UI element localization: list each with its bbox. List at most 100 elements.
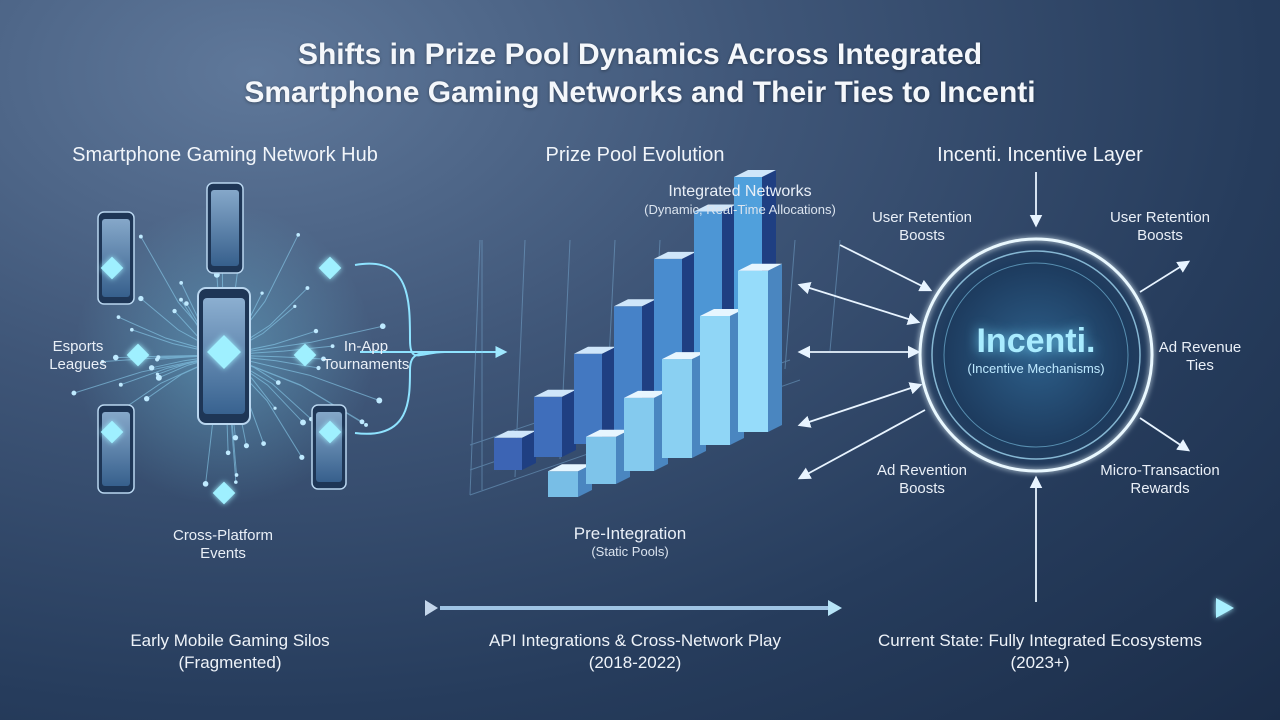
ad-revention-boosts-label: Ad Revention Boosts (862, 462, 982, 498)
network-node-dot (273, 406, 277, 410)
urright-line-2: Boosts (1137, 227, 1183, 244)
inapp-line-1: In-App (343, 338, 389, 355)
pre-sub: (Static Pools) (591, 544, 669, 559)
network-node-dot (243, 443, 249, 449)
title-line-1: Shifts in Prize Pool Dynamics Across Int… (297, 38, 983, 71)
ad-revenue-ties-label: Ad Revenue Ties (1150, 339, 1250, 375)
network-node-dot (100, 359, 105, 364)
network-node-dot (275, 380, 281, 385)
prize-bar (700, 309, 744, 445)
network-node-dot (202, 481, 209, 487)
stage2-line-1: API Integrations & Cross-Network Play (489, 631, 781, 650)
network-node-dot (376, 397, 383, 404)
inapp-line-2: Tournaments (322, 356, 410, 373)
stage1-line-2: (Fragmented) (178, 653, 282, 672)
network-node-dot (359, 419, 365, 425)
pre-title: Pre-Integration (573, 524, 687, 543)
prize-bar (738, 263, 782, 432)
chip-node-icon (318, 420, 342, 444)
integrated-networks-label: Integrated Networks (Dynamic, Real-Time … (610, 183, 870, 219)
prize-bar (586, 429, 630, 484)
phone-top-icon (206, 182, 244, 274)
adrev-line-2: Ties (1186, 357, 1214, 374)
network-node-dot (118, 382, 123, 387)
adretn-line-1: Ad Revention (876, 462, 968, 479)
urleft-line-2: Boosts (899, 227, 945, 244)
stage3-line-1: Current State: Fully Integrated Ecosyste… (877, 631, 1203, 650)
network-node-dot (234, 473, 239, 477)
crossplatform-line-2: Events (200, 545, 246, 562)
phone-left-top-icon (97, 211, 135, 305)
microtx-line-2: Rewards (1130, 480, 1190, 497)
phone-center-icon (197, 287, 251, 425)
timeline (45, 598, 1234, 618)
incenti-core-sub: (Incentive Mechanisms) (967, 361, 1105, 376)
network-node-dot (300, 419, 306, 426)
network-node-dot (179, 281, 183, 285)
network-node-dot (138, 234, 143, 239)
network-node-dot (379, 323, 386, 330)
adrev-line-1: Ad Revenue (1158, 339, 1242, 356)
network-node-dot (330, 344, 335, 349)
hub-to-chart-connector (354, 262, 446, 357)
timeline-stage-1-label: Early Mobile Gaming Silos (Fragmented) (60, 630, 400, 674)
network-node-dot (148, 365, 155, 371)
incenti-heading: Incenti. Incentive Layer (937, 144, 1143, 166)
stage1-line-1: Early Mobile Gaming Silos (130, 631, 330, 650)
network-node-dot (261, 441, 266, 446)
network-node-dot (296, 233, 301, 237)
network-node-dot (112, 354, 119, 361)
chip-node-icon (100, 420, 124, 444)
network-node-dot (313, 328, 319, 334)
page-title: Shifts in Prize Pool Dynamics Across Int… (0, 36, 1280, 112)
cross-platform-events-label: Cross-Platform Events (160, 527, 286, 563)
prize-bar (548, 464, 592, 497)
network-node-dot (138, 295, 144, 302)
network-hub (71, 182, 386, 505)
network-node-dot (299, 454, 305, 460)
network-node-dot (234, 480, 238, 484)
chip-node-icon (318, 256, 342, 280)
network-node-dot (316, 365, 321, 371)
timeline-stage-2-label: API Integrations & Cross-Network Play (2… (450, 630, 820, 674)
network-node-dot (321, 356, 326, 362)
stage3-line-2: (2023+) (1010, 653, 1070, 672)
network-node-dot (155, 357, 160, 362)
urleft-line-1: User Retention (871, 209, 973, 226)
timeline-stage-3-label: Current State: Fully Integrated Ecosyste… (850, 630, 1230, 674)
user-retention-right-label: User Retention Boosts (1100, 209, 1220, 245)
network-node-dot (116, 315, 121, 319)
user-retention-left-label: User Retention Boosts (862, 209, 982, 245)
esports-leagues-label: Esports Leagues (30, 338, 126, 374)
prize-chart (469, 170, 841, 497)
network-node-dot (130, 327, 134, 332)
micro-transaction-rewards-label: Micro-Transaction Rewards (1090, 462, 1230, 498)
incenti-core-title: Incenti. (976, 322, 1096, 360)
microtx-line-1: Micro-Transaction (1100, 462, 1220, 479)
network-node-dot (260, 291, 264, 295)
network-node-dot (364, 422, 368, 427)
in-app-tournaments-label: In-App Tournaments (316, 338, 416, 374)
chip-node-icon (100, 256, 124, 280)
prize-bar (574, 346, 616, 444)
crossplatform-line-1: Cross-Platform (172, 527, 273, 544)
prize-bar (662, 352, 706, 458)
prize-bar (624, 390, 668, 471)
urright-line-1: User Retention (1109, 209, 1211, 226)
network-node-dot (305, 286, 310, 290)
adretn-line-2: Boosts (899, 480, 945, 497)
prize-heading: Prize Pool Evolution (545, 144, 725, 166)
network-node-dot (172, 308, 177, 314)
title-line-2: Smartphone Gaming Networks and Their Tie… (244, 76, 1036, 109)
phone-left-bottom-icon (97, 404, 135, 494)
network-node-dot (225, 450, 231, 456)
phone-right-bottom-icon (311, 404, 347, 490)
network-node-dot (179, 297, 183, 302)
network-node-dot (71, 390, 77, 396)
integrated-sub: (Dynamic, Real-Time Allocations) (644, 202, 836, 217)
stage2-line-2: (2018-2022) (588, 653, 682, 672)
esports-line-2: Leagues (49, 356, 107, 373)
network-node-dot (155, 374, 162, 381)
prize-bar (494, 430, 536, 470)
